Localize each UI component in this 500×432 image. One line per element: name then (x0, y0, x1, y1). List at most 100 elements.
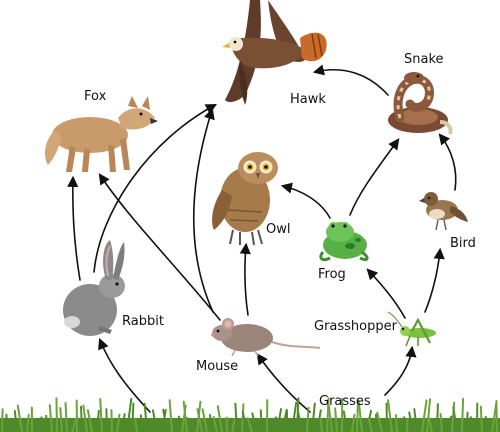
grass-blade (479, 405, 483, 432)
grass-blade (105, 408, 108, 432)
bird-illustration (419, 192, 468, 231)
grass-blade (246, 417, 253, 432)
arrow-frog-snake (349, 138, 400, 216)
grass-blade (421, 399, 428, 432)
grass-blade (13, 409, 18, 432)
grass-blade (428, 417, 433, 432)
label-owl: Owl (266, 222, 290, 237)
grass-blade (251, 412, 258, 432)
grass-blade (241, 403, 245, 432)
arrow-grasses-mouse (256, 353, 311, 413)
label-grasses: Grasses (319, 394, 371, 409)
arrow-rabbit-fox (67, 175, 81, 281)
grass-blade (452, 406, 458, 432)
grass-blade (231, 418, 236, 432)
frog-illustration (319, 222, 369, 262)
grass-blade (316, 409, 322, 432)
arrow-frog-owl (280, 182, 331, 219)
mouse-illustration (211, 318, 321, 357)
grass-blade (413, 408, 418, 432)
grass-blade (45, 414, 48, 432)
grass-blade (80, 405, 83, 432)
grass-blade (182, 400, 188, 432)
grasshopper-illustration (387, 311, 436, 347)
grass-blade (59, 406, 63, 432)
grass-strip (0, 397, 500, 432)
grass-blade (110, 409, 113, 432)
label-hawk: Hawk (290, 92, 326, 107)
grass-blade (40, 416, 43, 432)
grass-blade (446, 415, 453, 432)
grass-blade (86, 409, 93, 432)
grass-blade (401, 416, 406, 432)
grass-blade (367, 417, 373, 432)
label-frog: Frog (318, 267, 346, 282)
grass-blade (426, 398, 432, 432)
grass-blade (186, 417, 193, 432)
grass-blade (99, 397, 103, 432)
grass-blade (466, 411, 469, 432)
arrow-grasses-rabbit (98, 337, 151, 413)
grass-blade (484, 415, 488, 432)
label-fox: Fox (84, 89, 107, 104)
arrow-snake-hawk (312, 64, 389, 96)
grass-blade (241, 411, 248, 432)
hawk-illustration (222, 0, 327, 105)
grass-blade (126, 397, 133, 432)
grass-blade (168, 399, 173, 432)
label-mouse: Mouse (196, 359, 238, 374)
grass-blade (436, 403, 439, 432)
grass-blade (181, 404, 187, 432)
grass-blade (48, 404, 53, 432)
grass-blade (161, 408, 167, 432)
grass-blade (342, 410, 348, 432)
grass-blade (201, 408, 208, 432)
label-snake: Snake (404, 52, 444, 67)
grass-blade (357, 400, 363, 432)
grass-blade (326, 397, 330, 432)
grass-blade (495, 399, 498, 432)
grass-blade (394, 414, 398, 432)
arrow-grasshopper-bird (424, 247, 445, 313)
label-rabbit: Rabbit (122, 314, 164, 329)
arrow-mouse-owl (239, 242, 251, 316)
grass-blade (208, 413, 213, 432)
grass-blade (131, 402, 135, 432)
grass-blade (176, 415, 181, 432)
arrow-grasses-grasshopper (384, 345, 417, 396)
grass-blade (5, 413, 8, 432)
grass-blade (461, 397, 465, 432)
grass-blade (271, 416, 277, 432)
grass-blade (296, 409, 303, 432)
label-grasshopper: Grasshopper (314, 319, 398, 334)
grass-blade (151, 409, 158, 432)
grass-blade (139, 414, 143, 432)
grass-blade (134, 418, 138, 432)
rabbit-illustration (63, 240, 125, 336)
grass-blade (334, 407, 338, 432)
grass-blade (376, 411, 383, 432)
label-bird: Bird (450, 236, 476, 251)
grass-blade (216, 405, 223, 432)
fox-illustration (44, 96, 158, 172)
grass-blade (291, 401, 298, 432)
grass-blade (196, 408, 203, 432)
arrow-rabbit-hawk (93, 103, 217, 273)
grass-blade (16, 404, 23, 432)
grass-blade (96, 409, 100, 432)
grass-blade (306, 406, 310, 432)
grass-blade (162, 408, 168, 432)
grass-blade (116, 413, 121, 432)
arrow-bird-snake (438, 133, 457, 191)
grass-blade (375, 413, 378, 432)
grass-blade (55, 397, 58, 432)
grass-blade (121, 413, 126, 432)
grass-blade (276, 408, 283, 432)
arrow-mouse-hawk (192, 107, 215, 313)
grass-blade (408, 411, 413, 432)
grass-blade (469, 416, 473, 432)
arrows (67, 64, 457, 413)
grass-blade (387, 399, 393, 432)
